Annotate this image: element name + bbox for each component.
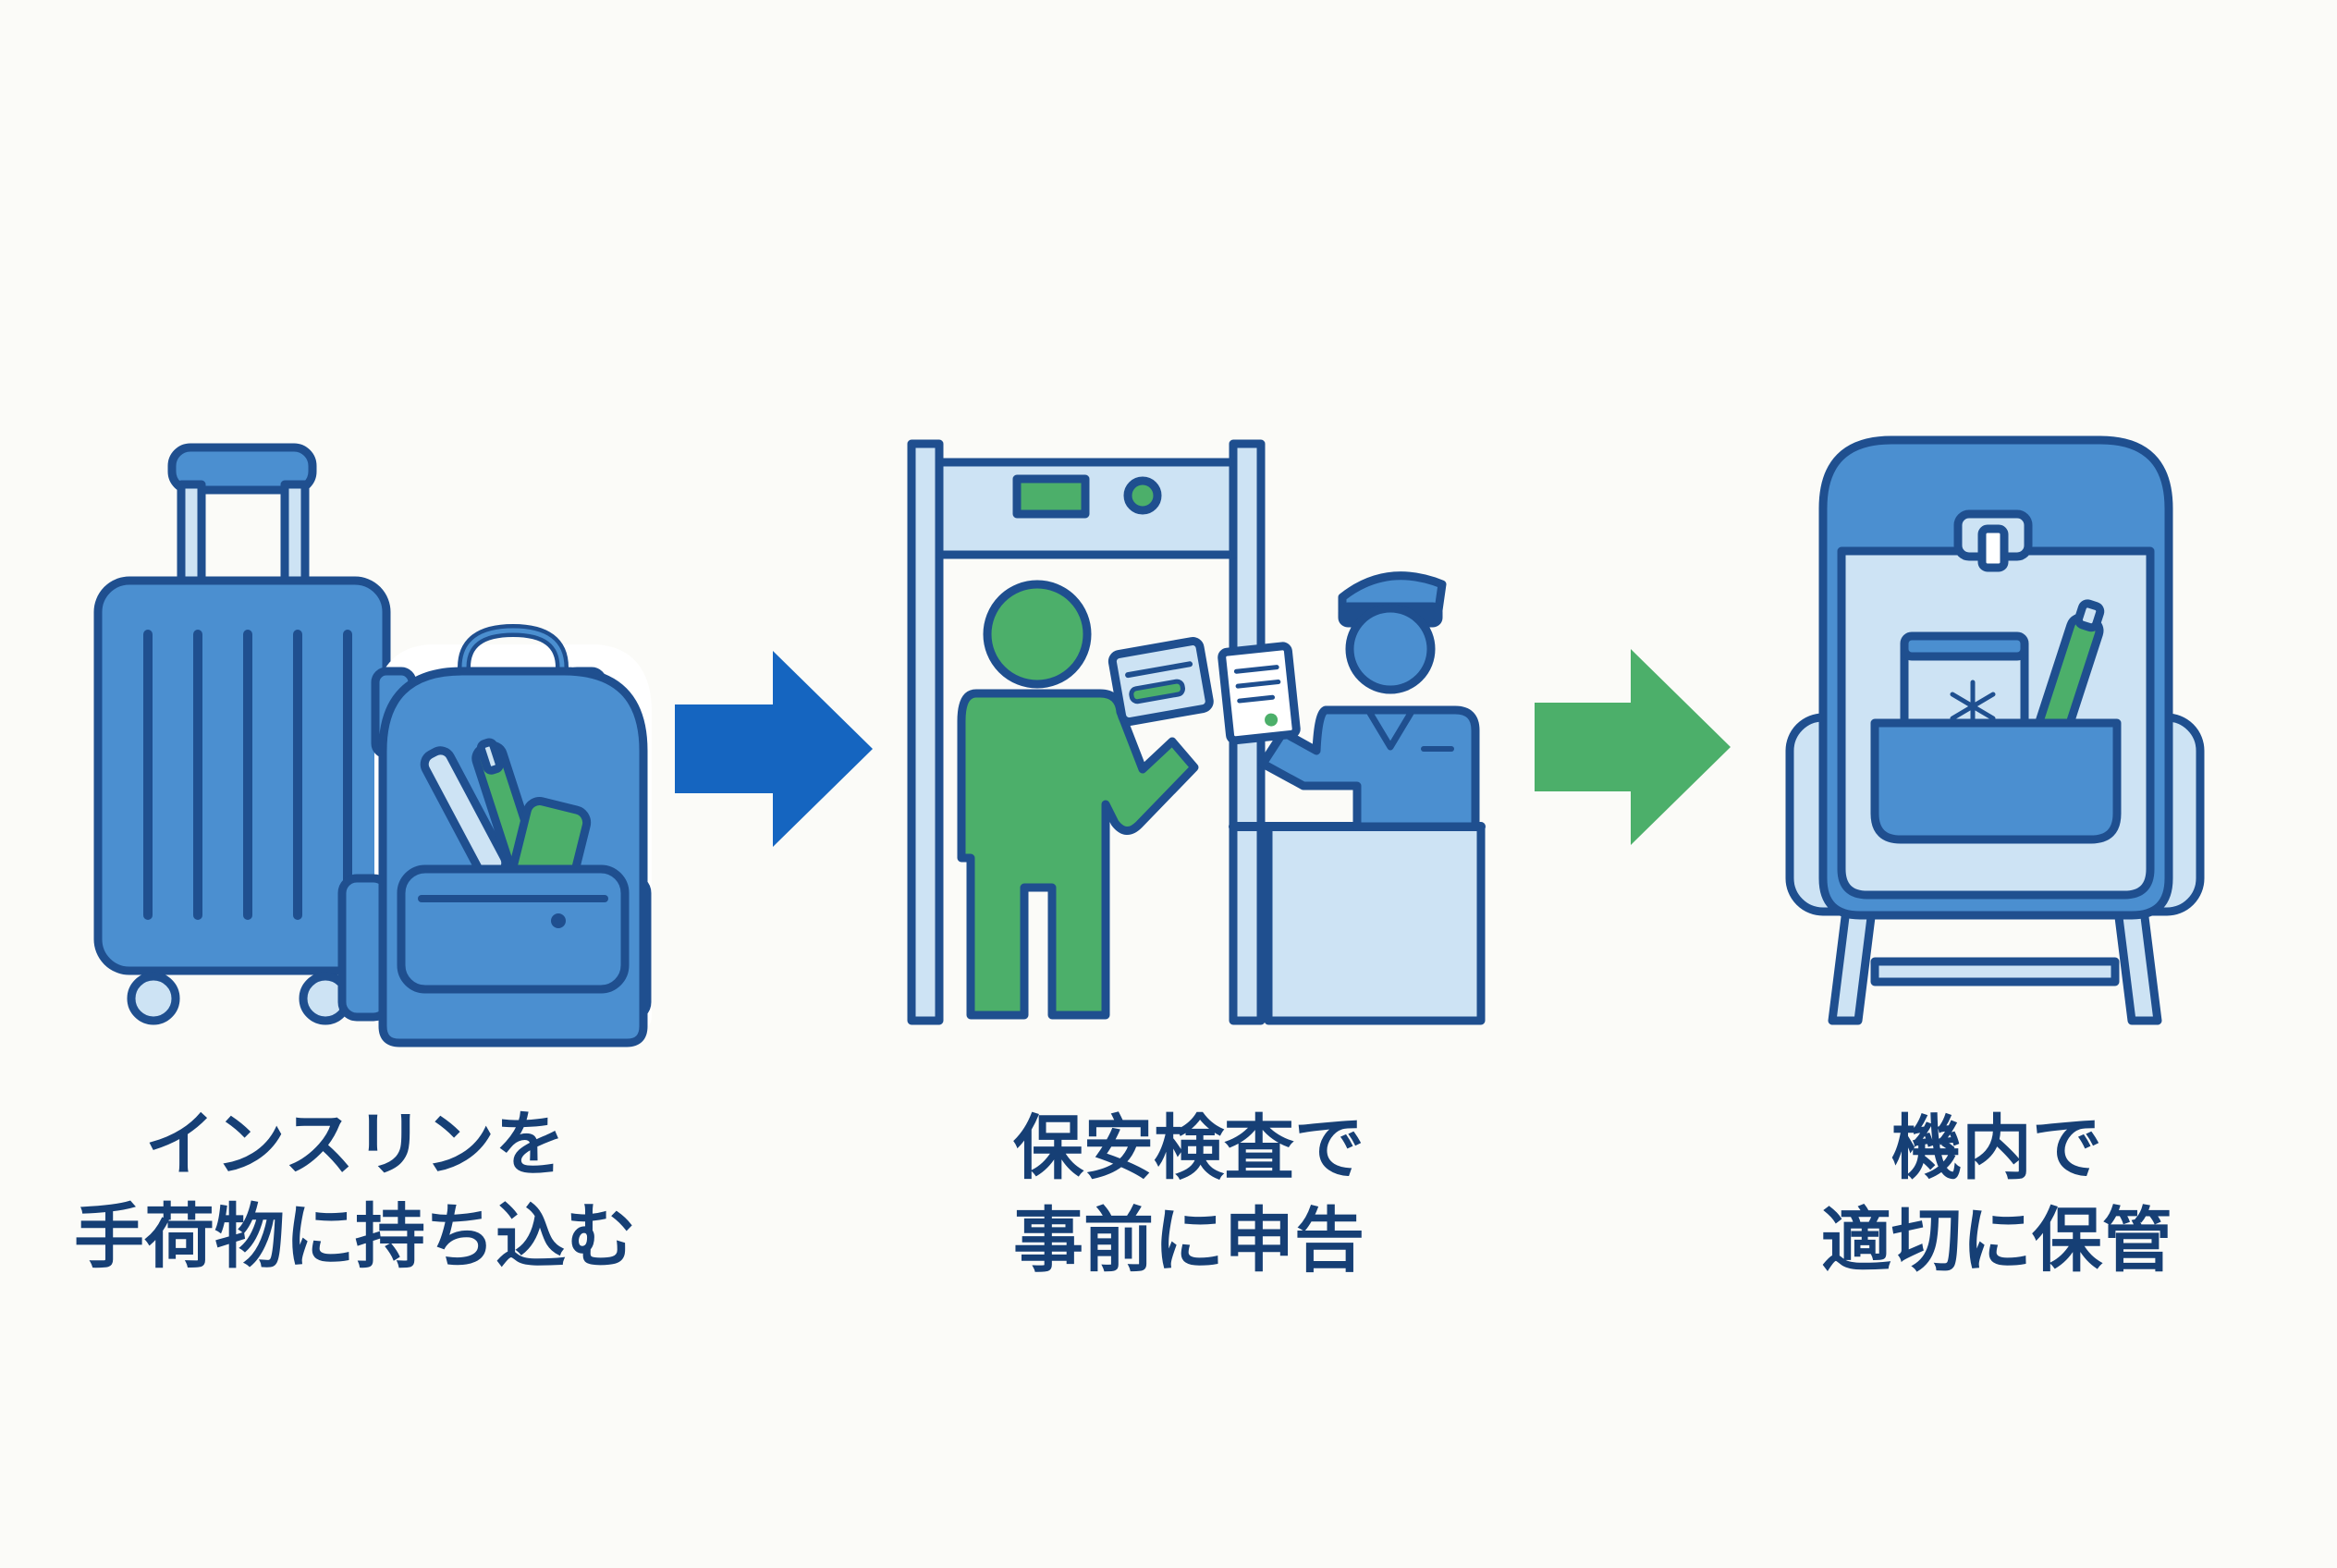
suitcase-handle-icon — [167, 443, 317, 589]
security-officer-icon — [1258, 571, 1480, 831]
arrow-right-blue-icon — [675, 651, 873, 847]
step-3-line-2: 適切に保管 — [1821, 1199, 2172, 1281]
step-3-caption: 機内で 適切に保管 — [1646, 1102, 2337, 1287]
step-1-caption: インスリンを 手荷物に持ち込む — [4, 1098, 706, 1283]
step-2-caption: 保安検査で 事前に申告 — [838, 1102, 1540, 1287]
counter-desk-icon — [1264, 822, 1486, 1025]
step-1-line-2: 手荷物に持ち込む — [74, 1195, 636, 1278]
arrow-right-green-icon — [1535, 649, 1731, 845]
id-card-icon — [1107, 637, 1214, 727]
security-checkpoint-icon — [907, 439, 1486, 1025]
document-icon — [1217, 642, 1301, 745]
airplane-seat-pocket-icon — [1785, 435, 2205, 1025]
traveler-person-icon — [957, 580, 1199, 1020]
seat-pocket-icon — [1870, 718, 2122, 844]
step-3-line-1: 機内で — [1891, 1107, 2102, 1189]
step-2-line-2: 事前に申告 — [1013, 1199, 1364, 1281]
metal-detector-gate-icon — [907, 439, 1266, 1025]
step-1-line-1: インスリンを — [144, 1103, 566, 1185]
luggage-backpack-icon — [93, 443, 652, 1047]
step-2-line-1: 保安検査で — [1013, 1107, 1364, 1189]
backpack-icon — [337, 624, 652, 1047]
